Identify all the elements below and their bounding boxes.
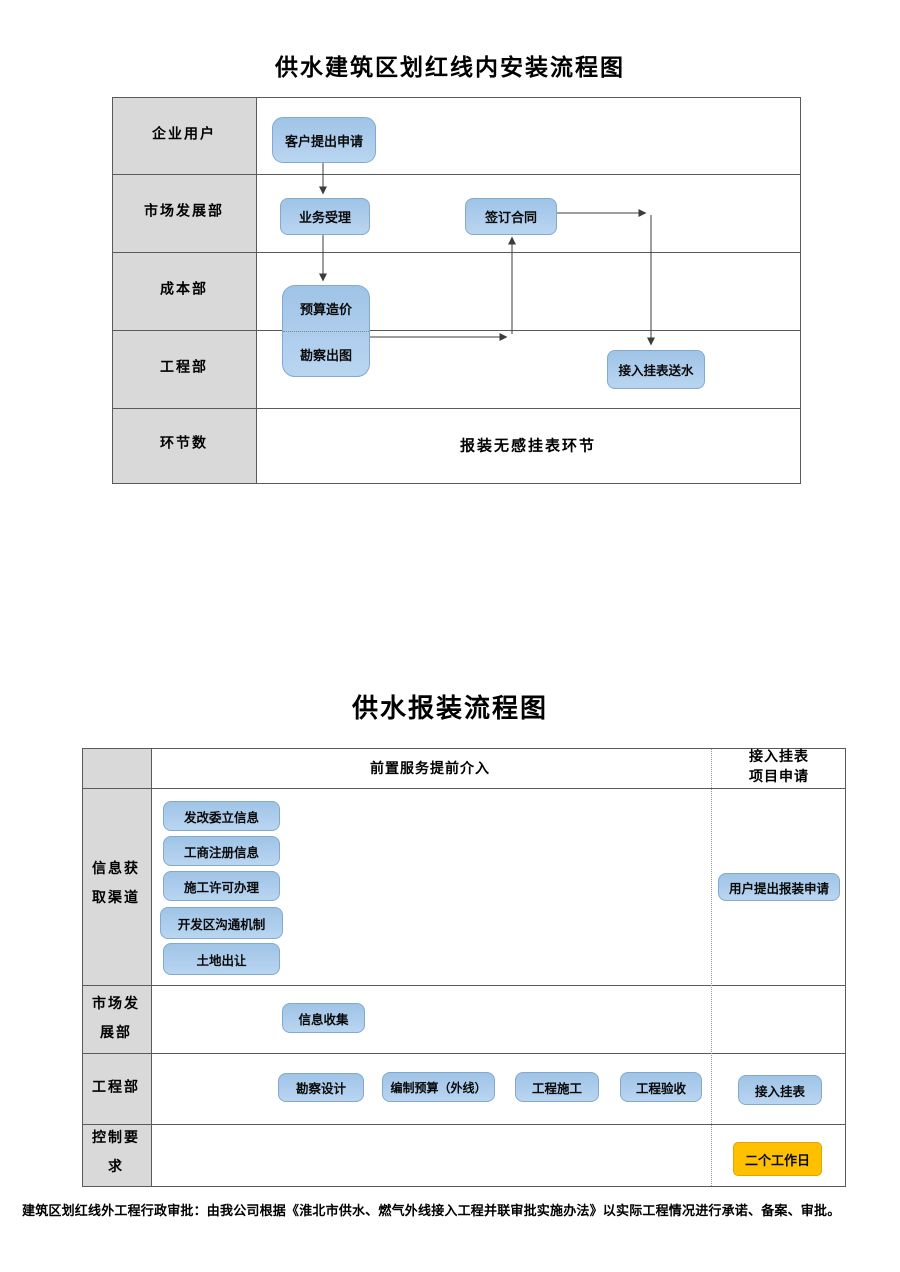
lane-label-step-count: 环节数 (160, 436, 208, 452)
lane-line: 信息获 (92, 862, 140, 877)
lane-line: 控制要 (92, 1131, 140, 1146)
lane-line: 展部 (100, 1026, 132, 1041)
badge-two-workdays: 二个工作日 (733, 1142, 822, 1176)
lane-label-engineering: 工程部 (160, 360, 208, 376)
lane-label-cost-dept: 成本部 (160, 282, 208, 298)
node-land-transfer: 土地出让 (163, 943, 280, 975)
chart1-swimlane-table (112, 97, 801, 484)
dotted-divider (283, 330, 369, 332)
header-meter-line2: 项目申请 (749, 770, 809, 785)
row-divider (83, 1124, 845, 1125)
row-divider (113, 408, 800, 409)
node-devzone-communication: 开发区沟通机制 (160, 907, 283, 939)
node-business-accept: 业务受理 (280, 198, 370, 235)
footnote: 建筑区划红线外工程行政审批：由我公司根据《淮北市供水、燃气外线接入工程并联审批实… (22, 1203, 841, 1218)
row-divider (83, 1053, 845, 1054)
chart2-lane-column (83, 749, 152, 1186)
row-divider (113, 252, 800, 253)
lane-label-market-dev2: 市场发 展部 (92, 990, 140, 1048)
header-meter-application: 接入挂表 项目申请 (749, 748, 809, 788)
node-inspection: 工程验收 (620, 1072, 702, 1102)
node-user-apply: 用户提出报装申请 (718, 873, 840, 901)
lane-label-control-req: 控制要 求 (92, 1124, 140, 1182)
node-info-collection: 信息收集 (282, 1003, 365, 1033)
header-meter-line1: 接入挂表 (749, 750, 809, 765)
node-connect-meter-water: 接入挂表送水 (607, 350, 705, 389)
chart1-lane-column (113, 98, 257, 483)
header-preservice: 前置服务提前介入 (370, 762, 490, 777)
lane-line: 求 (108, 1160, 124, 1175)
node-ndrc-info: 发改委立信息 (163, 801, 280, 831)
node-survey-design: 勘察设计 (278, 1073, 364, 1102)
lane-label-market-dev: 市场发展部 (144, 204, 224, 220)
node-business-registration: 工商注册信息 (163, 836, 280, 866)
lane-label-enterprise-user: 企业用户 (152, 127, 216, 143)
node-budget-pricing: 预算造价 (299, 301, 352, 317)
node-budget-outline: 编制预算（外线） (382, 1072, 495, 1102)
node-survey-drawing: 勘察出图 (299, 347, 352, 363)
lane-label-info-channels: 信息获 取渠道 (92, 855, 140, 913)
dashed-column-divider (711, 749, 712, 1186)
chart1-step-note: 报装无感挂表环节 (459, 438, 597, 455)
lane-label-engineering2: 工程部 (92, 1074, 140, 1103)
node-sign-contract: 签订合同 (465, 198, 557, 235)
node-customer-apply: 客户提出申请 (272, 117, 376, 163)
row-divider (83, 788, 845, 789)
node-connect-meter: 接入挂表 (738, 1075, 822, 1105)
node-construction: 工程施工 (515, 1072, 599, 1102)
row-divider (113, 330, 800, 331)
row-divider (113, 174, 800, 175)
lane-line: 工程部 (92, 1080, 140, 1096)
node-construction-permit: 施工许可办理 (163, 871, 280, 901)
lane-line: 市场发 (92, 997, 140, 1012)
chart2-title: 供水报装流程图 (351, 694, 548, 723)
lane-line: 取渠道 (92, 891, 140, 906)
node-budget-survey-group: 预算造价 勘察出图 (282, 285, 370, 377)
chart1-title: 供水建筑区划红线内安装流程图 (275, 55, 625, 80)
row-divider (83, 985, 845, 986)
